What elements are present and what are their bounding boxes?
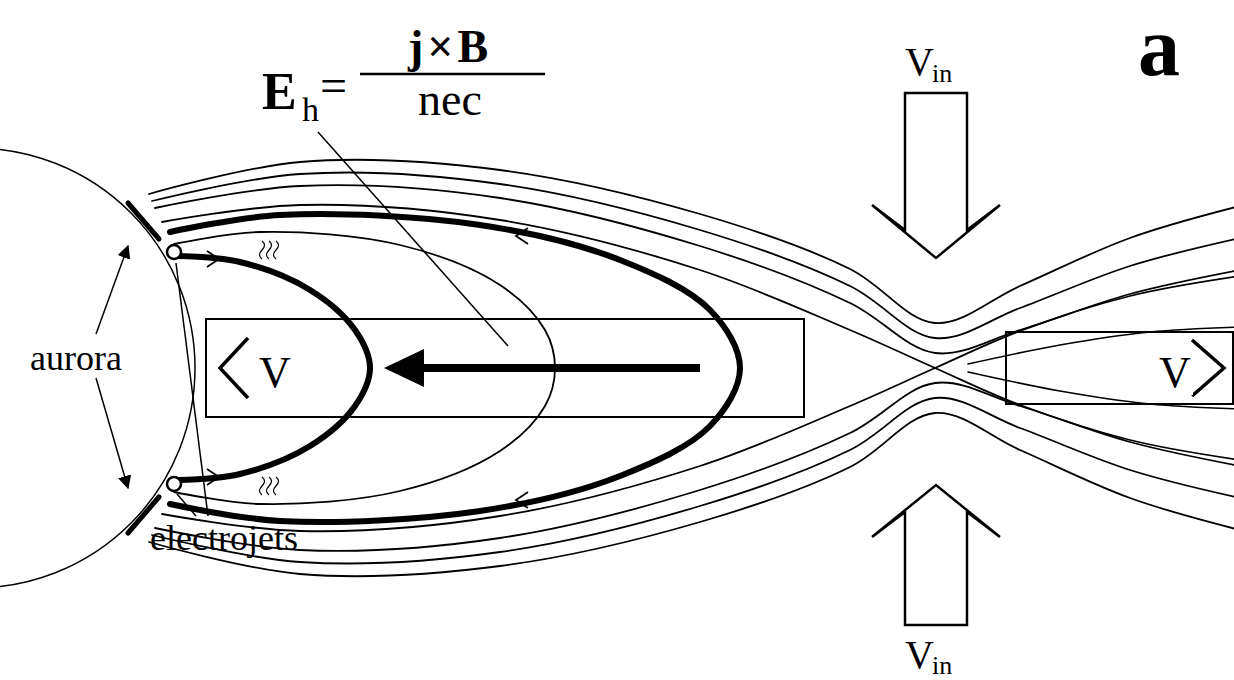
inflow-subscript: in — [932, 653, 952, 679]
flow-region-box: V — [1005, 331, 1234, 405]
field-line — [149, 160, 1234, 323]
current-mark — [267, 241, 272, 259]
flow-label: V — [257, 351, 293, 395]
panel-letter: a — [1138, 5, 1180, 89]
inflow-symbol: V — [905, 42, 934, 82]
hall-field-arrow — [412, 364, 700, 372]
inflow-arrow — [872, 485, 1000, 625]
formula-symbol: E — [262, 66, 297, 118]
formula-numerator: j×B — [355, 24, 545, 70]
fraction-bar — [360, 73, 545, 76]
field-line — [155, 382, 1234, 550]
electrojet-circle — [167, 477, 181, 491]
current-mark — [260, 477, 265, 495]
region-label: aurora — [30, 340, 122, 376]
inflow-symbol: V — [905, 635, 934, 675]
field-line — [152, 173, 1234, 339]
formula-denominator: nec — [355, 77, 545, 123]
direction-chevron — [207, 469, 219, 485]
electrojet-leader — [176, 263, 208, 516]
inflow-arrow — [872, 93, 1000, 258]
current-mark — [260, 241, 265, 259]
formula-equals: = — [320, 62, 347, 110]
flow-chevron — [1192, 340, 1224, 396]
hall-field-arrowhead — [384, 349, 424, 387]
current-mark — [274, 477, 279, 495]
formula-subscript: h — [302, 93, 319, 127]
aurora-bar — [128, 203, 159, 239]
field-line — [149, 413, 1234, 576]
current-mark — [274, 241, 279, 259]
direction-chevron — [207, 251, 219, 267]
flow-chevron — [220, 338, 248, 398]
field-line — [152, 398, 1234, 564]
aurora-leader — [96, 378, 128, 488]
formula-leader — [318, 132, 508, 346]
region-label: electrojets — [150, 520, 298, 556]
aurora-leader — [96, 246, 128, 334]
current-mark — [267, 477, 272, 495]
inflow-subscript: in — [932, 61, 952, 87]
electrojet-circle — [167, 245, 181, 259]
flow-region-box: V — [205, 318, 805, 418]
field-line — [155, 185, 1234, 353]
flow-label: V — [1157, 351, 1193, 395]
electrojet-leader — [177, 494, 196, 516]
field-line — [170, 214, 740, 522]
field-line — [162, 276, 1234, 531]
direction-chevron — [516, 228, 528, 244]
field-line — [162, 205, 1234, 460]
direction-chevron — [516, 492, 528, 508]
